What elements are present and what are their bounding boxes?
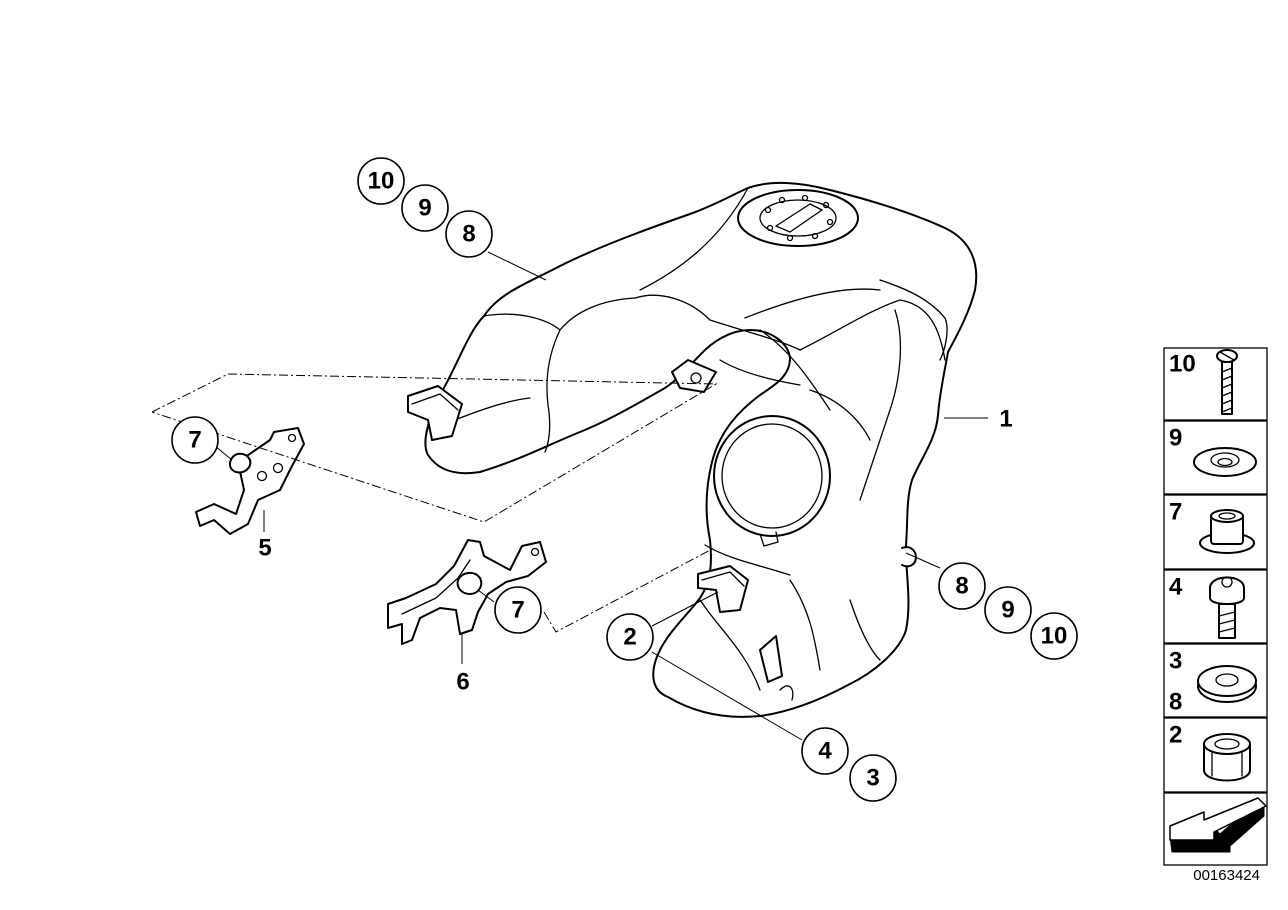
callout-10-right: 10 bbox=[1030, 612, 1078, 660]
callout-4: 4 bbox=[801, 727, 849, 775]
legend-number: 4 bbox=[1169, 574, 1183, 601]
reference-id: 00163424 bbox=[1193, 867, 1260, 884]
callout-9-top: 9 bbox=[401, 184, 449, 232]
callout-label: 7 bbox=[511, 597, 524, 624]
washer-icon bbox=[1197, 665, 1257, 703]
legend-number: 3 bbox=[1169, 648, 1182, 675]
legend-row-7: 7 bbox=[1163, 494, 1268, 570]
bushing-icon bbox=[1203, 733, 1251, 782]
legend-number: 2 bbox=[1169, 722, 1182, 749]
callout-7-left: 7 bbox=[171, 416, 219, 464]
legend-number: 8 bbox=[1169, 689, 1182, 716]
legend-row-4: 4 bbox=[1163, 569, 1268, 644]
leader-lines bbox=[214, 251, 988, 741]
bracket-6 bbox=[387, 539, 547, 645]
callout-7-mid: 7 bbox=[494, 586, 542, 634]
callout-9-right: 9 bbox=[984, 586, 1032, 634]
callout-label: 10 bbox=[1041, 623, 1068, 650]
callout-label: 9 bbox=[1001, 597, 1014, 624]
callout-label: 4 bbox=[818, 738, 832, 765]
legend-row-2: 2 bbox=[1163, 717, 1268, 793]
legend-panel: 10 9 7 bbox=[1163, 347, 1268, 866]
legend-number: 9 bbox=[1169, 425, 1182, 452]
sleeve-icon bbox=[1199, 509, 1255, 554]
screw-icon bbox=[1216, 349, 1238, 415]
callout-label: 2 bbox=[623, 624, 636, 651]
bracket-5-label: 5 bbox=[258, 535, 271, 562]
callout-label: 9 bbox=[418, 195, 431, 222]
legend-number: 10 bbox=[1169, 351, 1196, 378]
fuel-tank bbox=[407, 181, 978, 718]
legend-row-9: 9 bbox=[1163, 420, 1268, 495]
legend-row-arrow bbox=[1163, 792, 1268, 866]
callout-label: 7 bbox=[188, 427, 201, 454]
cap-bolt-holes bbox=[764, 194, 834, 242]
bolt-icon bbox=[1209, 576, 1245, 639]
tank-part-label: 1 bbox=[999, 406, 1012, 433]
bracket-6-label: 6 bbox=[456, 669, 469, 696]
arrow-icon bbox=[1169, 797, 1267, 853]
callout-label: 10 bbox=[368, 168, 395, 195]
callout-8-top: 8 bbox=[445, 210, 493, 258]
legend-number: 7 bbox=[1169, 499, 1182, 526]
callout-label: 8 bbox=[955, 573, 968, 600]
callout-3: 3 bbox=[849, 754, 897, 802]
flat-washer-icon bbox=[1193, 447, 1257, 477]
callout-8-right: 8 bbox=[938, 562, 986, 610]
callout-label: 3 bbox=[866, 765, 879, 792]
callout-2: 2 bbox=[606, 613, 654, 661]
legend-row-3-8: 3 8 bbox=[1163, 643, 1268, 718]
legend-row-10: 10 bbox=[1163, 347, 1268, 421]
callout-label: 8 bbox=[462, 221, 475, 248]
bracket-5 bbox=[195, 427, 305, 535]
dash-lines bbox=[151, 373, 718, 633]
callout-10-top: 10 bbox=[357, 157, 405, 205]
